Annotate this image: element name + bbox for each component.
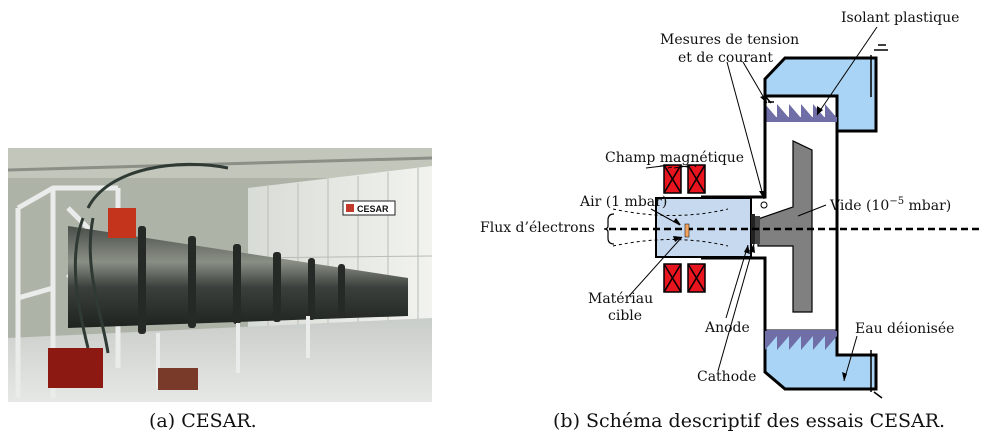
label-air: Air (1 mbar) xyxy=(579,194,667,210)
lower-insulator-teeth xyxy=(765,330,837,350)
label-isolant-plastique: Isolant plastique xyxy=(841,10,959,26)
label-champ-magnetique: Champ magnétique xyxy=(605,150,744,166)
cesar-photo-illustration: CESAR xyxy=(8,148,432,402)
schematic-diagram: Isolant plastique Mesures de tension et … xyxy=(480,10,983,399)
label-mesures-line2: et de courant xyxy=(678,50,773,66)
caption-b: (b) Schéma descriptif des essais CESAR. xyxy=(553,410,946,432)
cathode-body xyxy=(757,140,813,313)
label-vide: Vide (10−5 mbar) xyxy=(829,196,951,214)
cesar-sign xyxy=(342,200,396,216)
label-anode: Anode xyxy=(704,320,750,336)
label-cathode: Cathode xyxy=(697,369,756,385)
target-material xyxy=(684,223,690,238)
label-mesures-line1: Mesures de tension xyxy=(660,32,799,48)
cesar-sign-text: CESAR xyxy=(357,204,389,214)
upper-insulator-teeth xyxy=(765,104,837,122)
air-chamber xyxy=(655,197,752,258)
cesar-photo: CESAR xyxy=(8,148,432,402)
label-flux-electrons: Flux d’électrons xyxy=(480,220,595,236)
magnetic-coils xyxy=(663,164,706,293)
label-materiau: Matériau xyxy=(588,291,653,307)
label-eau-deionisee: Eau déionisée xyxy=(855,321,954,337)
caption-a: (a) CESAR. xyxy=(149,410,257,432)
upper-water-housing xyxy=(763,56,878,133)
cesar-schematic: Isolant plastique Mesures de tension et … xyxy=(468,0,1004,405)
label-cible: cible xyxy=(608,308,642,324)
